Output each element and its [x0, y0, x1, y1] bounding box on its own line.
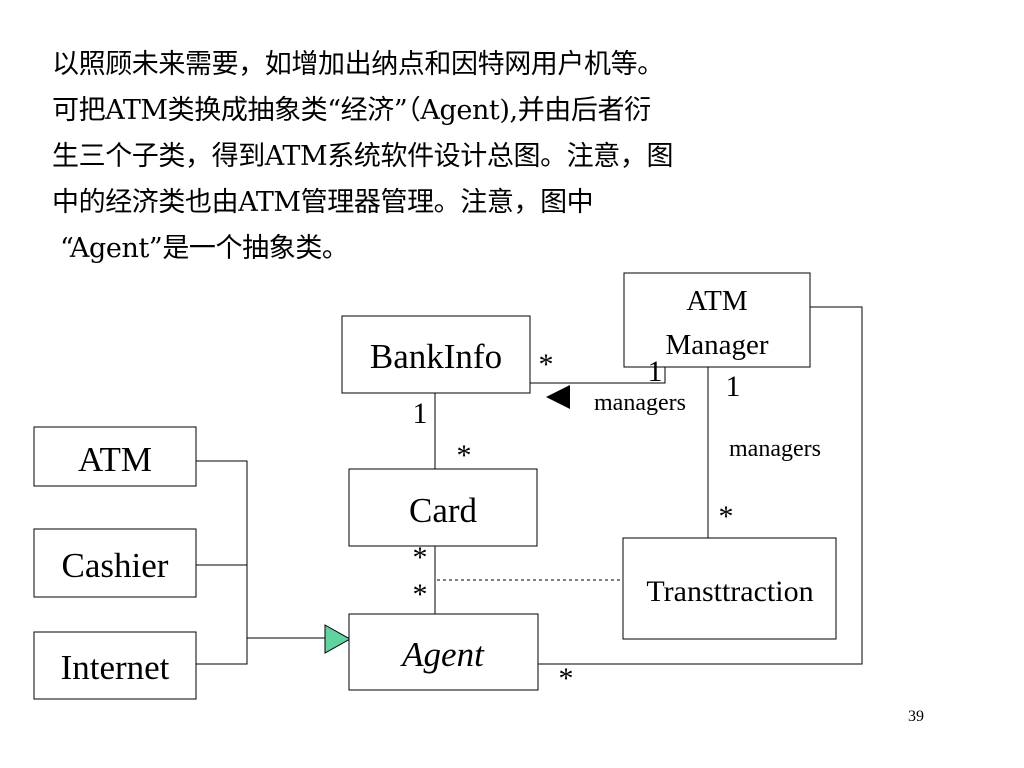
class-name-atm-manager-line2: Manager [665, 329, 768, 361]
class-box-agent [348, 613, 539, 691]
bankinfo-manager-association [530, 367, 666, 384]
class-box-cashier [33, 528, 197, 598]
paragraph-line-2: 可把ATM类换成抽象类“经济”（Agent),并由后者衍 [52, 95, 651, 126]
page-number: 39 [908, 708, 924, 725]
explanatory-paragraph: 以照顾未来需要，如增加出纳点和因特网用户机等。 可把ATM类换成抽象类“经济”（… [52, 42, 932, 272]
class-box-card [348, 468, 538, 547]
role-bankinfo-manager: managers [594, 390, 686, 416]
multiplicity-bankinfo-manager-many: * [539, 348, 554, 381]
class-box-transaction [622, 537, 837, 640]
class-name-card: Card [409, 491, 478, 530]
paragraph-line-1: 以照顾未来需要，如增加出纳点和因特网用户机等。 [52, 49, 664, 80]
class-name-cashier: Cashier [62, 546, 169, 585]
generalization-arrowhead-icon [324, 624, 352, 654]
multiplicity-bankinfo-card-many: * [457, 439, 472, 472]
class-name-atm: ATM [78, 440, 152, 479]
class-box-internet [33, 631, 197, 700]
role-manager-transaction: managers [729, 436, 821, 462]
class-name-transaction: Transttraction [646, 575, 813, 608]
agent-manager-association [538, 306, 863, 665]
atm-generalization-line [196, 460, 248, 638]
paragraph-line-5: “Agent”是一个抽象类。 [60, 233, 349, 264]
class-box-atm [33, 426, 197, 487]
paragraph-line-4: 中的经济类也由ATM管理器管理。注意，图中 [52, 187, 594, 218]
multiplicity-bankinfo-manager-one: 1 [648, 355, 663, 388]
multiplicity-bankinfo-card-one: 1 [413, 397, 428, 430]
multiplicity-manager-transaction-many: * [719, 500, 734, 533]
class-name-internet: Internet [61, 648, 170, 687]
multiplicity-card-agent-many-bottom: * [413, 578, 428, 611]
multiplicity-manager-transaction-one: 1 [726, 370, 741, 403]
direction-arrow-icon [546, 385, 570, 409]
class-box-bankinfo [341, 315, 531, 394]
internet-generalization-line [196, 637, 325, 665]
multiplicity-agent-manager-many: * [559, 662, 574, 695]
class-box-atm-manager [623, 272, 811, 368]
class-name-atm-manager-line1: ATM [686, 285, 747, 317]
multiplicity-card-agent-many-top: * [413, 541, 428, 574]
class-name-agent: Agent [400, 635, 485, 674]
class-name-bankinfo: BankInfo [370, 337, 502, 376]
paragraph-line-3: 生三个子类，得到ATM系统软件设计总图。注意，图 [52, 141, 674, 172]
